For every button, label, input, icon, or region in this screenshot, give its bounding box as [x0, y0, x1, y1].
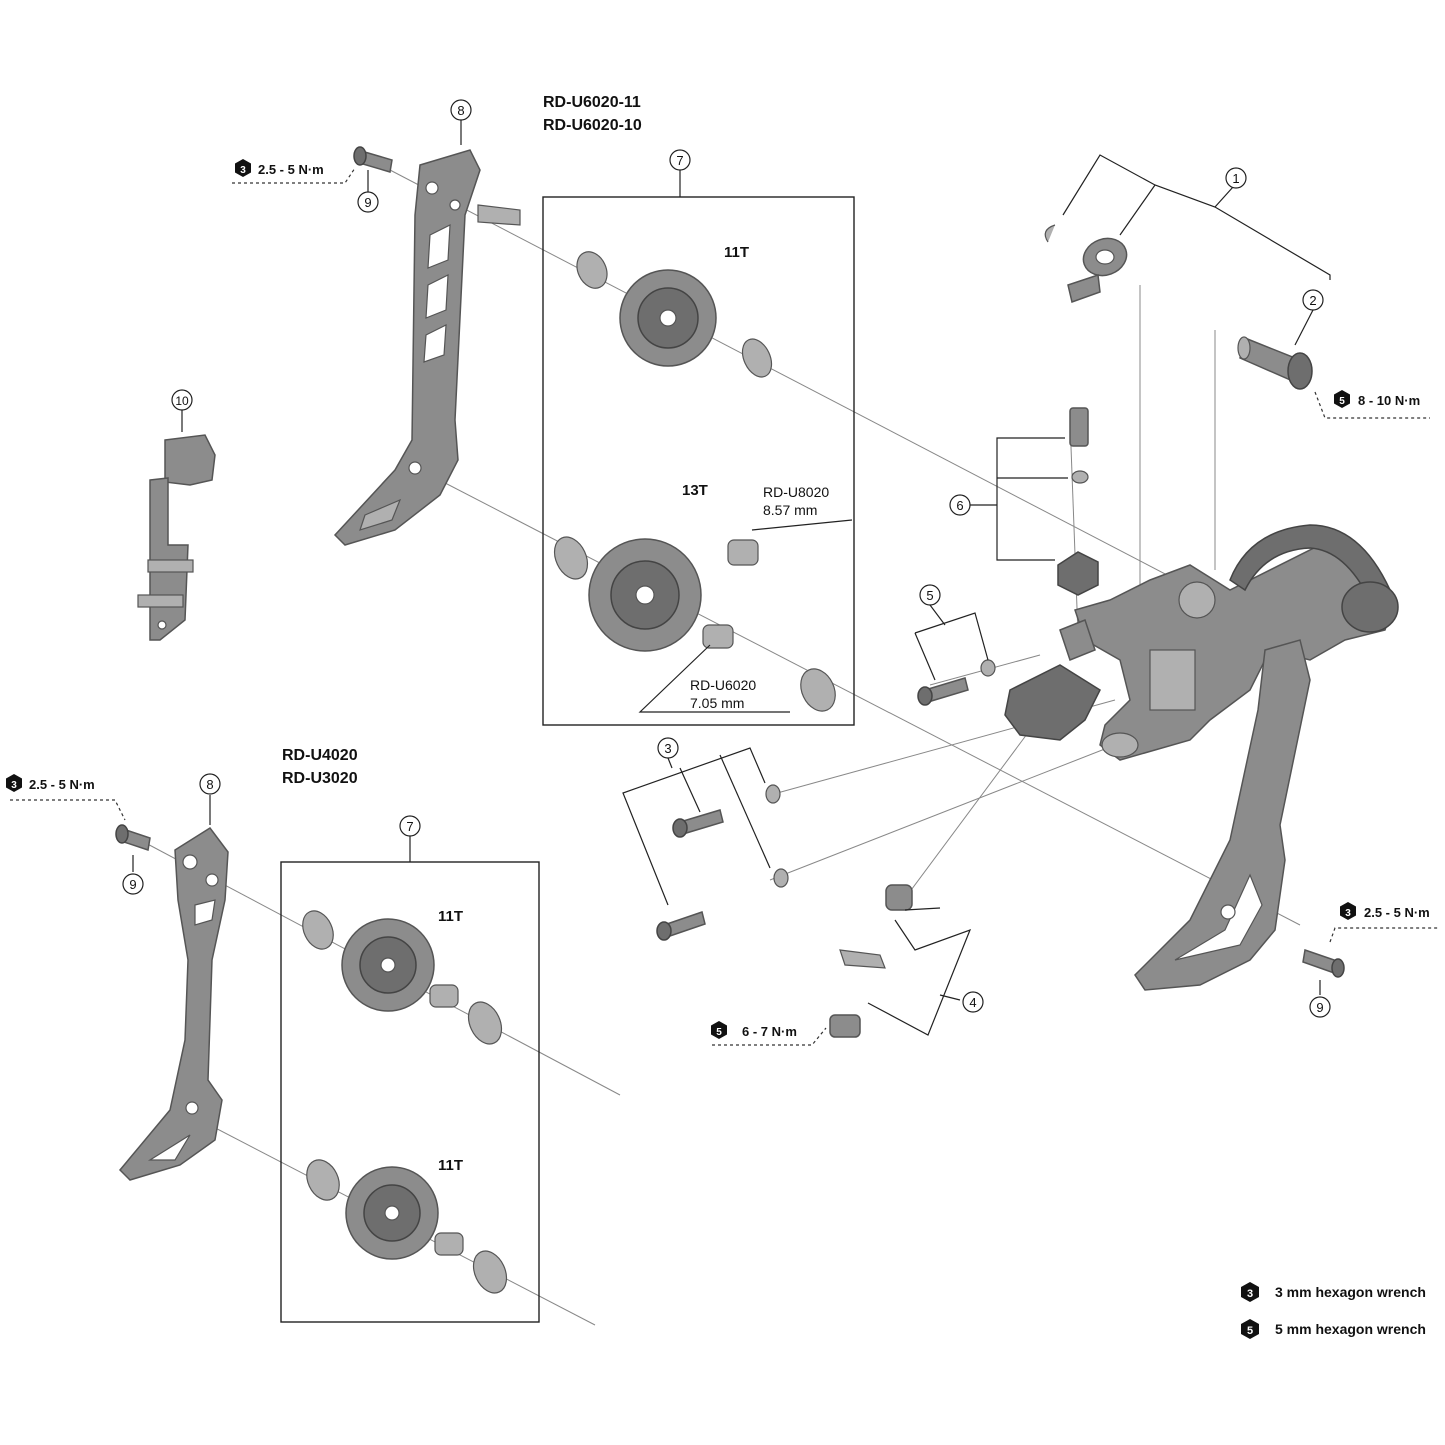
callout-7-lower: 7	[399, 815, 421, 837]
svg-text:2.5 - 5 N·m: 2.5 - 5 N·m	[258, 162, 324, 177]
upper-cage-plate	[333, 149, 521, 546]
svg-text:6 - 7 N·m: 6 - 7 N·m	[742, 1024, 797, 1039]
pulley-11t-lower-bottom	[345, 1166, 439, 1260]
bolts-part-3	[656, 784, 789, 941]
axle-part-2	[1237, 336, 1313, 390]
svg-text:9: 9	[1316, 1000, 1323, 1015]
svg-text:10: 10	[175, 394, 189, 408]
cable-adjuster-part-1	[1044, 224, 1128, 303]
callout-10: 10	[171, 389, 193, 411]
svg-text:3: 3	[1345, 908, 1351, 919]
teeth-label-lower-bottom: 11T	[438, 1157, 463, 1174]
svg-text:3: 3	[11, 780, 17, 791]
svg-text:7: 7	[676, 153, 683, 168]
svg-text:8: 8	[206, 777, 213, 792]
callout-9-upper: 9	[357, 191, 379, 213]
svg-text:6: 6	[956, 498, 963, 513]
pulley-11t-upper	[619, 269, 717, 367]
callout-5: 5	[919, 584, 941, 606]
callout-2: 2	[1302, 289, 1324, 311]
svg-text:2: 2	[1309, 293, 1316, 308]
legend-3mm: 3 3 mm hexagon wrench	[1241, 1282, 1426, 1302]
svg-text:7: 7	[406, 819, 413, 834]
svg-text:5: 5	[926, 588, 933, 603]
svg-text:3: 3	[664, 741, 671, 756]
callout-7-upper: 7	[669, 149, 691, 171]
svg-text:5: 5	[716, 1027, 722, 1038]
spacer-label-u8020-length: 8.57 mm	[763, 502, 817, 518]
b-bolt-part-4	[829, 884, 913, 1038]
svg-text:2.5 - 5 N·m: 2.5 - 5 N·m	[29, 777, 95, 792]
svg-text:3: 3	[240, 165, 246, 176]
svg-text:5: 5	[1247, 1325, 1253, 1337]
torque-right-bolt: 3 2.5 - 5 N·m	[1340, 902, 1430, 920]
callout-1: 1	[1225, 167, 1247, 189]
spacer-label-u6020-model: RD-U6020	[690, 677, 756, 693]
spacer-label-u8020-model: RD-U8020	[763, 484, 829, 500]
upper-pulley-box	[542, 196, 855, 726]
callout-9-lower: 9	[122, 873, 144, 895]
adjuster-stack-part-6	[1057, 407, 1099, 596]
callout-8-upper: 8	[450, 99, 472, 121]
lower-cage-plate	[118, 826, 229, 1181]
right-cage-plate	[1134, 639, 1311, 991]
leader-lines	[132, 120, 1331, 1036]
bolt-part-9-lower	[115, 824, 151, 851]
callout-9-right: 9	[1309, 996, 1331, 1018]
svg-text:8 - 10 N·m: 8 - 10 N·m	[1358, 393, 1420, 408]
callout-6: 6	[949, 494, 971, 516]
callout-8-lower: 8	[199, 773, 221, 795]
spacer-u8020	[727, 539, 759, 566]
chain-guide-part-10	[137, 434, 216, 641]
pulley-13t-upper	[588, 538, 702, 652]
svg-text:5: 5	[1339, 396, 1345, 407]
model-title-u6020-10: RD-U6020-10	[543, 117, 642, 134]
svg-text:3: 3	[1247, 1288, 1253, 1300]
pulley-11t-lower-top	[341, 918, 435, 1012]
svg-text:8: 8	[457, 103, 464, 118]
svg-text:9: 9	[129, 877, 136, 892]
spacer-label-u6020-length: 7.05 mm	[690, 695, 744, 711]
torque-lower-bolt: 3 2.5 - 5 N·m	[6, 774, 95, 792]
bolt-part-5	[917, 659, 996, 706]
torque-axle: 5 8 - 10 N·m	[1334, 390, 1420, 408]
legend-5mm: 5 5 mm hexagon wrench	[1241, 1319, 1426, 1339]
teeth-label-lower-top: 11T	[438, 908, 463, 925]
bolt-part-9-upper	[353, 146, 393, 173]
spacer-u6020	[702, 624, 734, 649]
teeth-label-upper-top: 11T	[724, 244, 749, 261]
svg-text:2.5 - 5 N·m: 2.5 - 5 N·m	[1364, 905, 1430, 920]
model-title-u3020: RD-U3020	[282, 770, 358, 787]
derailleur-body	[1004, 524, 1399, 761]
callout-4: 4	[962, 991, 984, 1013]
svg-text:5 mm hexagon wrench: 5 mm hexagon wrench	[1275, 1321, 1426, 1337]
torque-b-bolt: 5 6 - 7 N·m	[711, 1021, 797, 1039]
callout-3: 3	[657, 737, 679, 759]
torque-dashed-leaders	[10, 167, 1440, 1046]
model-title-u4020: RD-U4020	[282, 747, 358, 764]
svg-text:1: 1	[1232, 171, 1239, 186]
svg-text:4: 4	[969, 995, 976, 1010]
bolt-part-9-right	[1302, 949, 1345, 978]
torque-upper-bolt: 3 2.5 - 5 N·m	[235, 159, 324, 177]
lower-pulley-box	[280, 861, 540, 1323]
svg-text:3 mm hexagon wrench: 3 mm hexagon wrench	[1275, 1284, 1426, 1300]
svg-text:9: 9	[364, 195, 371, 210]
teeth-label-upper-bottom: 13T	[682, 482, 708, 499]
model-title-u6020-11: RD-U6020-11	[543, 94, 641, 111]
